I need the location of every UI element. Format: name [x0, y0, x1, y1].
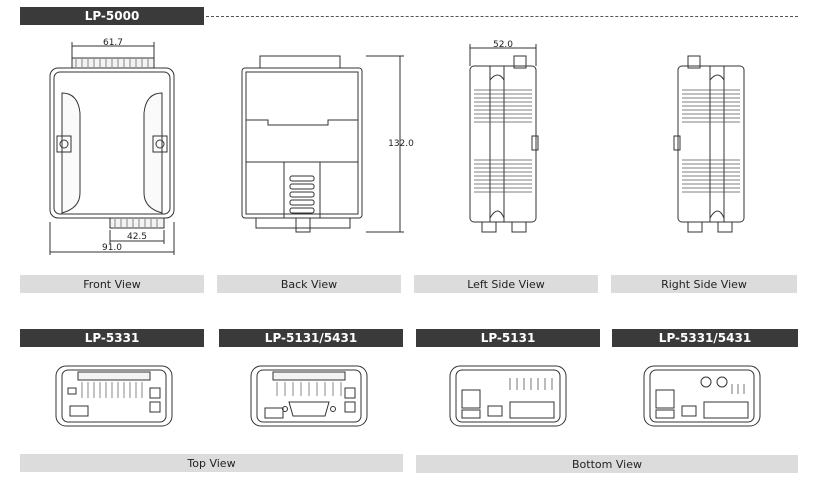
top-view-lp5331-drawing: [55, 365, 173, 427]
right-side-view-drawing: [673, 55, 745, 233]
caption-top-view: Top View: [20, 454, 403, 472]
model-header-2: LP-5131/5431: [219, 329, 403, 347]
model-header-4: LP-5331/5431: [612, 329, 798, 347]
title-divider: [206, 16, 798, 17]
dim-depth: 52.0: [493, 40, 513, 50]
left-side-view-drawing: 52.0: [469, 40, 539, 233]
back-view-drawing: 132.0: [241, 55, 414, 233]
caption-back-view: Back View: [217, 275, 401, 293]
dim-bottom-inner: 42.5: [127, 232, 147, 242]
caption-left-side-view: Left Side View: [414, 275, 598, 293]
top-view-lp5131-5431-drawing: [250, 365, 368, 427]
bottom-view-lp5331-5431-drawing: [643, 365, 761, 427]
model-header-3: LP-5131: [416, 329, 600, 347]
main-title: LP-5000: [20, 7, 204, 25]
model-header-1: LP-5331: [20, 329, 204, 347]
caption-bottom-view: Bottom View: [416, 455, 798, 473]
dim-width-total: 91.0: [102, 243, 122, 253]
front-view-drawing: 61.7 42.5 91.0: [49, 38, 175, 255]
dim-height: 132.0: [388, 139, 414, 149]
caption-right-side-view: Right Side View: [611, 275, 797, 293]
dim-width-top: 61.7: [103, 38, 123, 48]
caption-front-view: Front View: [20, 275, 204, 293]
bottom-view-lp5131-drawing: [449, 365, 567, 427]
